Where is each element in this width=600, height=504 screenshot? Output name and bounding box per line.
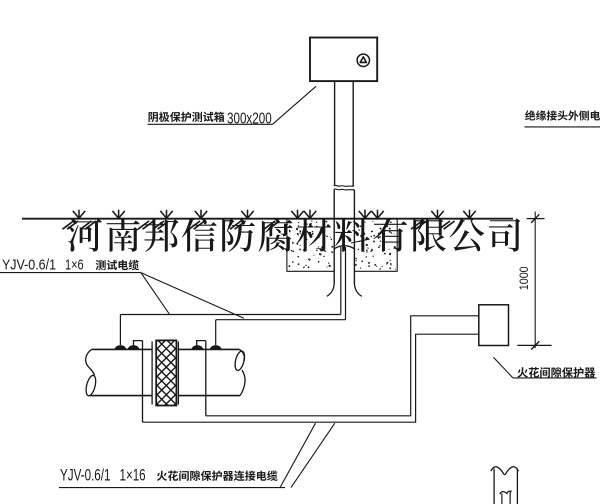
svg-text:1×6: 1×6: [65, 257, 84, 274]
svg-text:1000: 1000: [517, 266, 531, 290]
svg-text:300x200: 300x200: [227, 111, 272, 128]
svg-text:YJV-0.6/1: YJV-0.6/1: [2, 257, 56, 274]
svg-text:YJV-0.6/1: YJV-0.6/1: [60, 467, 111, 485]
svg-text:1×16: 1×16: [120, 467, 146, 485]
